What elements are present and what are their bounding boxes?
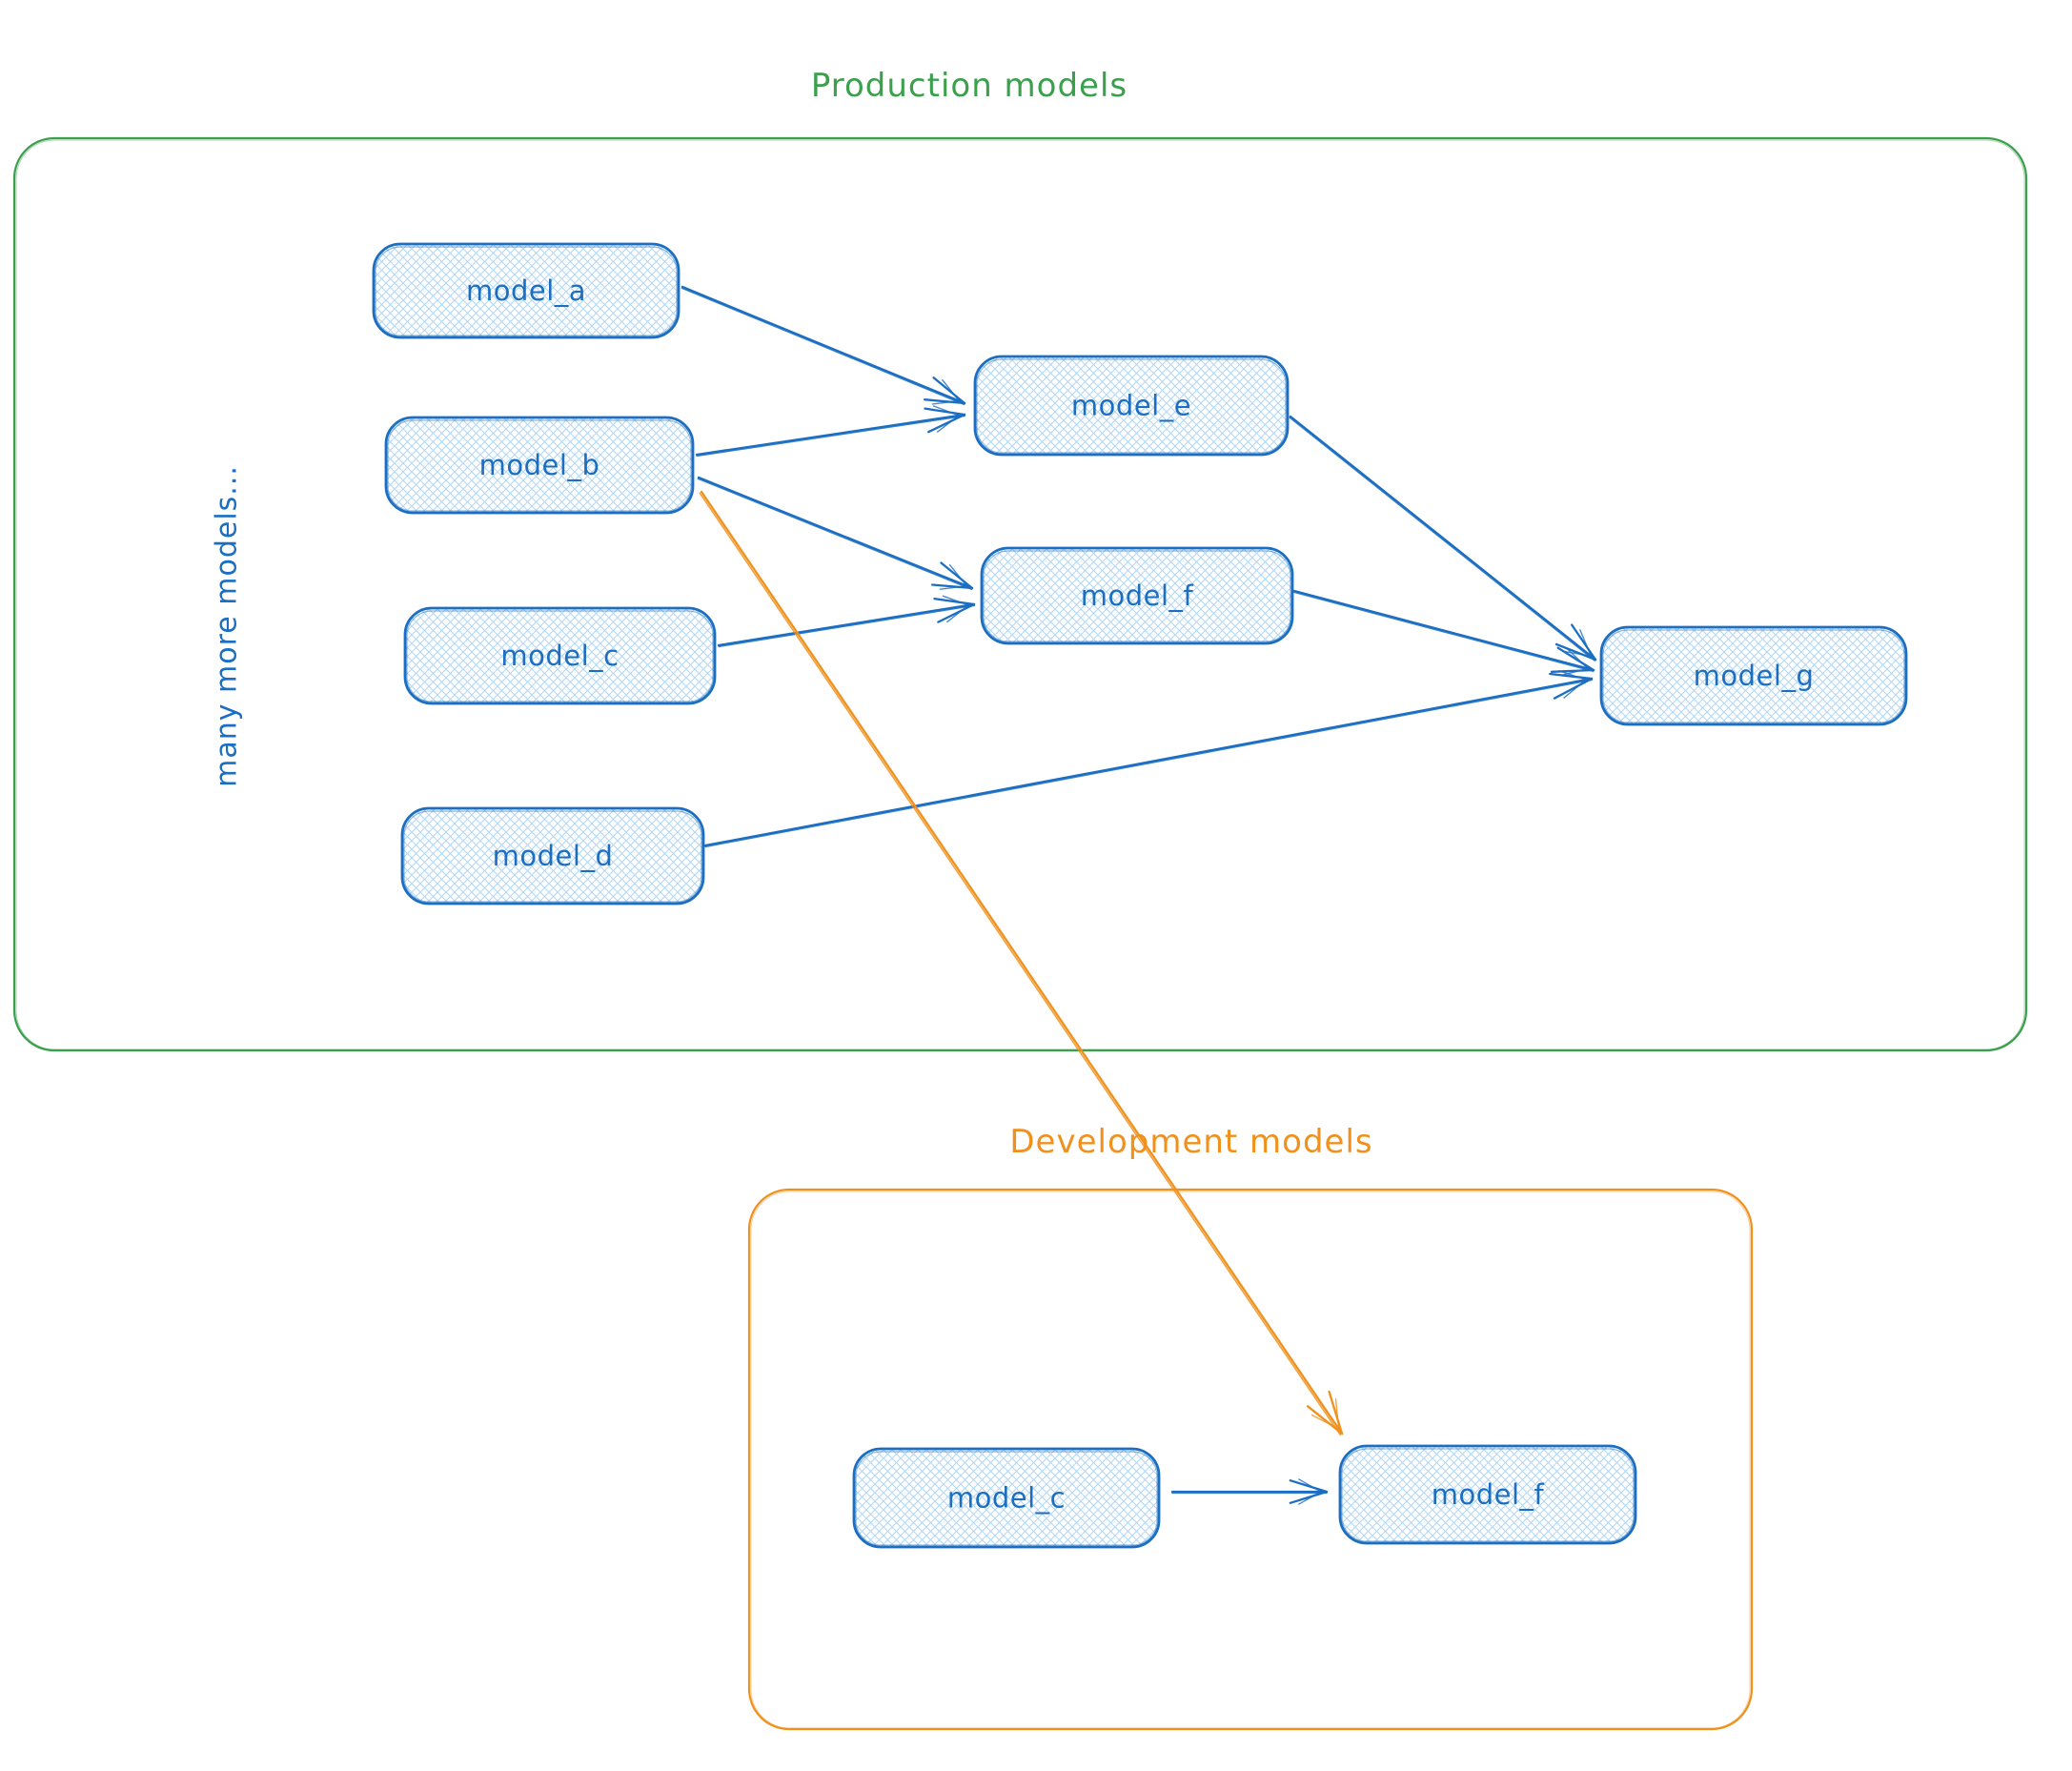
node-box-model_e — [973, 355, 1290, 457]
node-label-dev_model_f: model_f — [1432, 1478, 1545, 1511]
edge-dev_model_c-dev_model_f — [1170, 1478, 1329, 1505]
edge-model_b-model_f — [697, 476, 974, 591]
container-production — [12, 136, 2028, 1052]
node-label-model_d: model_d — [493, 840, 614, 872]
node-box-model_f — [980, 546, 1294, 645]
development-container-title: Development models — [1009, 1123, 1373, 1161]
node-model_g: model_g — [1599, 625, 1908, 726]
node-model_e: model_e — [973, 355, 1290, 457]
container-layer — [12, 136, 2028, 1731]
edge-model_b-model_e — [695, 405, 966, 458]
node-label-dev_model_c: model_c — [947, 1482, 1066, 1515]
edge-model_e-model_g — [1289, 415, 1597, 662]
node-box-model_b — [384, 416, 695, 515]
node-box-model_c — [403, 606, 717, 705]
node-model_f: model_f — [980, 546, 1294, 645]
container-development — [747, 1188, 1754, 1731]
node-label-model_c: model_c — [500, 640, 619, 672]
node-box-dev_model_f — [1338, 1444, 1637, 1545]
node-box-model_d — [400, 806, 705, 906]
edge-model_f-model_g — [1292, 589, 1595, 677]
node-model_c: model_c — [403, 606, 717, 705]
edge-layer — [681, 285, 1597, 1505]
node-label-model_a: model_a — [466, 275, 586, 307]
many-more-models-label: many more models... — [210, 465, 244, 787]
node-label-model_g: model_g — [1694, 660, 1815, 692]
node-model_b: model_b — [384, 416, 695, 515]
node-label-model_b: model_b — [479, 449, 600, 481]
node-box-dev_model_c — [852, 1447, 1161, 1549]
production-container-title: Production models — [810, 67, 1128, 105]
node-layer: model_a model_b model_c model_d model_emodel… — [372, 242, 1908, 1549]
node-model_a: model_a — [372, 242, 681, 339]
node-label-model_e: model_e — [1071, 390, 1191, 422]
node-dev_model_c: model_c — [852, 1447, 1161, 1549]
edge-model_c-model_f — [717, 595, 976, 648]
node-label-model_f: model_f — [1081, 580, 1194, 612]
node-box-model_g — [1599, 625, 1908, 726]
node-model_d: model_d — [400, 806, 705, 906]
edge-model_d-model_g — [703, 670, 1594, 848]
node-box-model_a — [372, 242, 681, 339]
edge-model_b-dev_model_f — [699, 490, 1344, 1436]
node-dev_model_f: model_f — [1338, 1444, 1637, 1545]
edge-model_a-model_e — [681, 285, 966, 406]
